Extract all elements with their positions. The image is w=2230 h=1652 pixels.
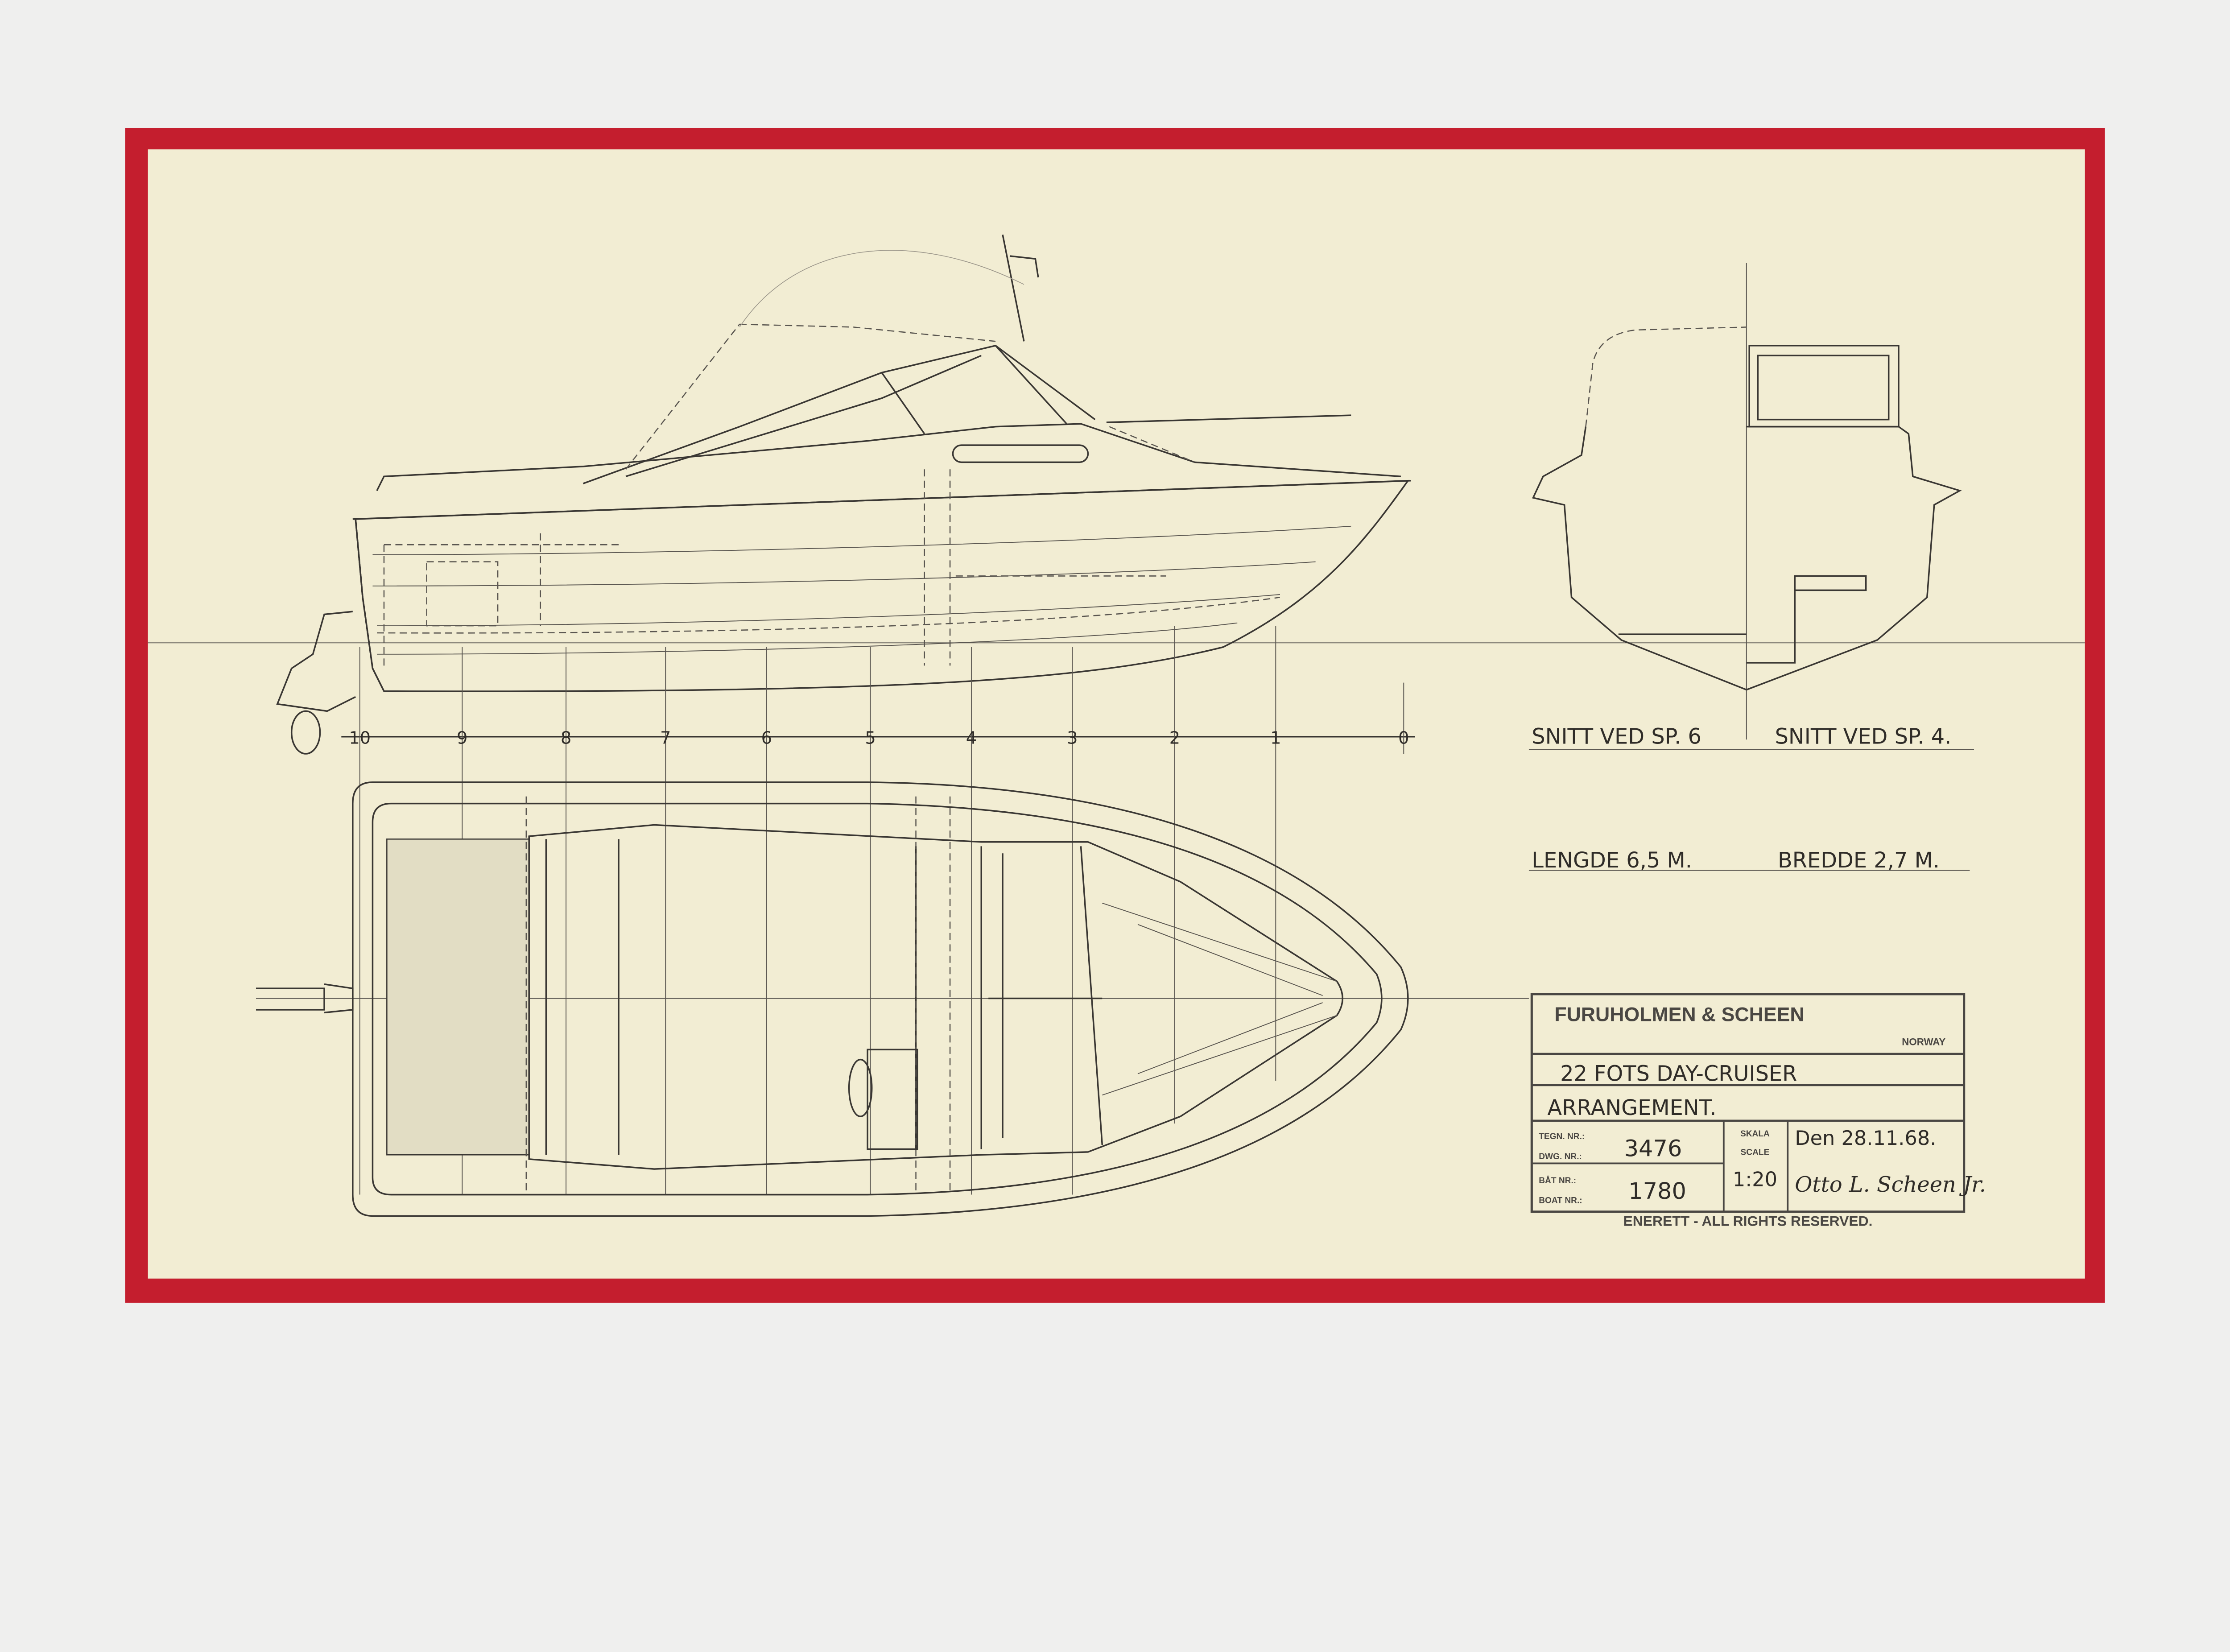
- drawing-no-label-en: DWG. NR.:: [1539, 1152, 1582, 1161]
- station-label: 4: [966, 728, 977, 748]
- station-label: 0: [1398, 728, 1409, 748]
- drawing-date: Den 28.11.68.: [1795, 1127, 1936, 1150]
- drawing-no-label-no: TEGN. NR.:: [1539, 1132, 1585, 1141]
- drawing-subtitle: ARRANGEMENT.: [1547, 1096, 1716, 1120]
- scale-label-en: SCALE: [1741, 1148, 1770, 1157]
- scale-label-no: SKALA: [1740, 1129, 1770, 1139]
- scale-value: 1:20: [1733, 1168, 1777, 1191]
- station-label: 8: [561, 728, 571, 748]
- station-ticks: [359, 626, 1404, 1195]
- signature: Otto L. Scheen Jr.: [1795, 1173, 1986, 1197]
- section-label-sp4: SNITT VED SP. 4.: [1775, 725, 1952, 749]
- boat-no-label-no: BÅT NR.:: [1539, 1176, 1576, 1185]
- side-profile: [276, 234, 1411, 755]
- beam-dimension: BREDDE 2,7 M.: [1778, 848, 1940, 873]
- station-label: 5: [865, 728, 875, 748]
- length-dimension: LENGDE 6,5 M.: [1532, 848, 1692, 873]
- drawing-number: 3476: [1624, 1136, 1682, 1162]
- drawing-title: 22 FOTS DAY-CRUISER: [1560, 1061, 1797, 1086]
- company-name: FURUHOLMEN & SCHEEN: [1554, 1004, 1804, 1026]
- station-label: 10: [349, 728, 371, 748]
- boat-no-label-en: BOAT NR.:: [1539, 1196, 1582, 1206]
- station-label: 2: [1169, 728, 1180, 748]
- plan-view: [256, 781, 1409, 1217]
- station-label: 9: [457, 728, 467, 748]
- copyright-notice: ENERETT - ALL RIGHTS RESERVED.: [1623, 1213, 1872, 1229]
- station-labels: 10 9 8 7 6 5 4 3 2 1 0: [349, 728, 1409, 748]
- station-label: 3: [1067, 728, 1078, 748]
- company-country: NORWAY: [1902, 1037, 1945, 1048]
- station-label: 6: [761, 728, 772, 748]
- title-block: FURUHOLMEN & SCHEEN NORWAY 22 FOTS DAY-C…: [1530, 993, 1986, 1229]
- station-label: 7: [660, 728, 671, 748]
- section-label-sp6: SNITT VED SP. 6: [1532, 725, 1701, 749]
- station-label: 1: [1270, 728, 1281, 748]
- boat-drawing: 10 9 8 7 6 5 4 3 2 1 0 SNITT VED SP. 6 S…: [125, 128, 2105, 1303]
- boat-number: 1780: [1628, 1178, 1686, 1205]
- section-views: [1532, 263, 1962, 740]
